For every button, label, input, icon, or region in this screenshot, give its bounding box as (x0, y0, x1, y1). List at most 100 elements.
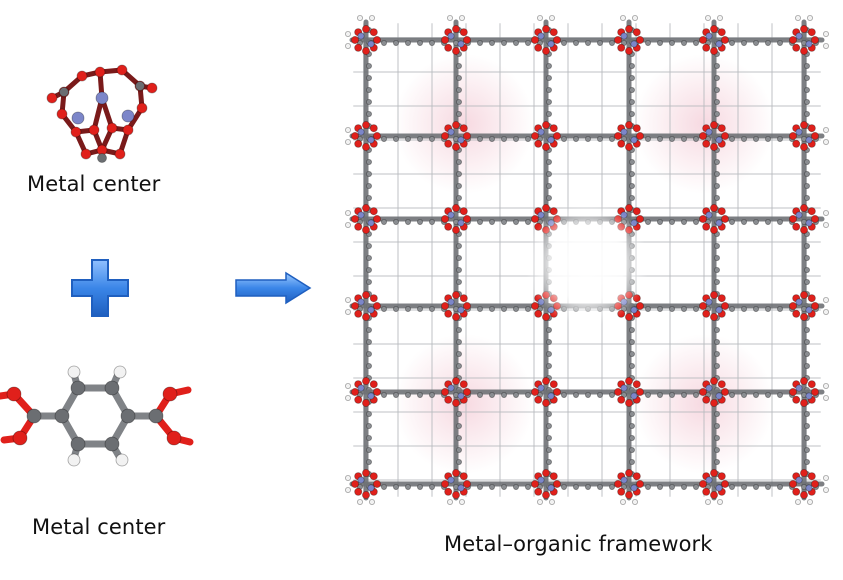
metal-atom (705, 384, 713, 392)
carbon-atom (524, 136, 531, 143)
carbon-atom (488, 136, 495, 143)
carbon-atom (381, 305, 388, 312)
metal-atom (795, 298, 803, 306)
carbon-atom (776, 136, 783, 143)
oxygen-atom (617, 139, 626, 148)
oxygen-atom (799, 490, 808, 499)
oxygen-atom (372, 301, 381, 310)
hydrogen-atom (631, 15, 638, 21)
carbon-atom (608, 39, 615, 46)
carbon-atom (713, 278, 720, 285)
carbon-atom (456, 446, 463, 453)
metal-atom (537, 32, 545, 40)
oxygen-atom (459, 380, 468, 389)
hydrogen-atom (794, 15, 801, 21)
carbon-atom (381, 391, 388, 398)
hydrogen-atom (345, 209, 351, 216)
carbon-atom (545, 99, 552, 106)
carbon-atom (456, 254, 463, 261)
carbon-atom (713, 242, 720, 249)
metal-atom (447, 32, 455, 40)
metal-atom (447, 298, 455, 306)
carbon-atom (644, 305, 651, 312)
carbon-atom (405, 391, 412, 398)
carbon-atom (713, 194, 720, 201)
carbon-atom (456, 87, 463, 94)
oxygen-atom (372, 479, 381, 488)
oxygen-atom (452, 312, 461, 321)
oxygen-atom (698, 479, 707, 488)
carbon-atom (728, 218, 735, 225)
oxygen-atom (463, 479, 472, 488)
carbon-atom (560, 136, 567, 143)
carbon-atom (713, 410, 720, 417)
carbon-atom (429, 483, 436, 490)
oxygen-atom (452, 203, 461, 212)
carbon-atom (365, 111, 372, 118)
carbon-atom (740, 391, 747, 398)
metal-atom (447, 211, 455, 219)
carbon-atom (628, 158, 635, 165)
carbon-atom (644, 391, 651, 398)
carbon-atom (488, 305, 495, 312)
oxygen-atom (452, 142, 461, 151)
oxygen-atom (361, 225, 370, 234)
carbon-atom (713, 63, 720, 70)
hydrogen-atom (631, 498, 638, 505)
carbon-atom (365, 182, 372, 189)
hydrogen-atom (345, 308, 351, 315)
carbon-atom (560, 483, 567, 490)
carbon-atom (365, 422, 372, 429)
oxygen-atom (70, 126, 82, 138)
oxygen-atom (452, 290, 461, 299)
oxygen-atom (810, 479, 819, 488)
oxygen-atom (698, 35, 707, 44)
carbon-atom (713, 266, 720, 273)
carbon-atom (644, 39, 651, 46)
oxygen-atom (369, 124, 378, 133)
hydrogen-atom (447, 498, 454, 505)
oxygen-atom (361, 203, 370, 212)
carbon-atom (628, 182, 635, 189)
carbon-atom (545, 362, 552, 369)
oxygen-atom (162, 386, 178, 402)
oxygen-atom (720, 35, 729, 44)
carbon-atom (764, 39, 771, 46)
hydrogen-atom (345, 382, 351, 389)
oxygen-atom (709, 468, 718, 477)
oxygen-atom (698, 301, 707, 310)
oxygen-atom (76, 70, 88, 82)
oxygen-atom (534, 395, 543, 404)
carbon-atom (713, 170, 720, 177)
carbon-atom (628, 434, 635, 441)
oxygen-atom (541, 312, 550, 321)
carbon-atom (692, 483, 699, 490)
carbon-atom (628, 63, 635, 70)
oxygen-atom (361, 468, 370, 477)
carbon-atom (572, 39, 579, 46)
carbon-atom (803, 350, 810, 357)
carbon-atom (680, 39, 687, 46)
metal-atom (121, 109, 135, 123)
carbon-atom (417, 483, 424, 490)
oxygen-atom (56, 108, 68, 120)
oxygen-atom (463, 387, 472, 396)
hydrogen-atom (368, 498, 375, 505)
carbon-atom (803, 434, 810, 441)
hydrogen-atom (822, 296, 829, 303)
hydrogen-atom (619, 498, 626, 505)
carbon-atom (572, 136, 579, 143)
carbon-atom (713, 87, 720, 94)
oxygen-atom (351, 387, 359, 396)
carbon-atom (560, 39, 567, 46)
carbon-atom (713, 350, 720, 357)
oxygen-atom (541, 203, 550, 212)
oxygen-atom (613, 479, 622, 488)
carbon-atom (628, 350, 635, 357)
oxygen-atom (46, 92, 58, 104)
carbon-atom (500, 136, 507, 143)
metal-atom (630, 136, 638, 144)
oxygen-atom (530, 387, 539, 396)
oxygen-atom (549, 124, 558, 133)
oxygen-atom (717, 124, 726, 133)
